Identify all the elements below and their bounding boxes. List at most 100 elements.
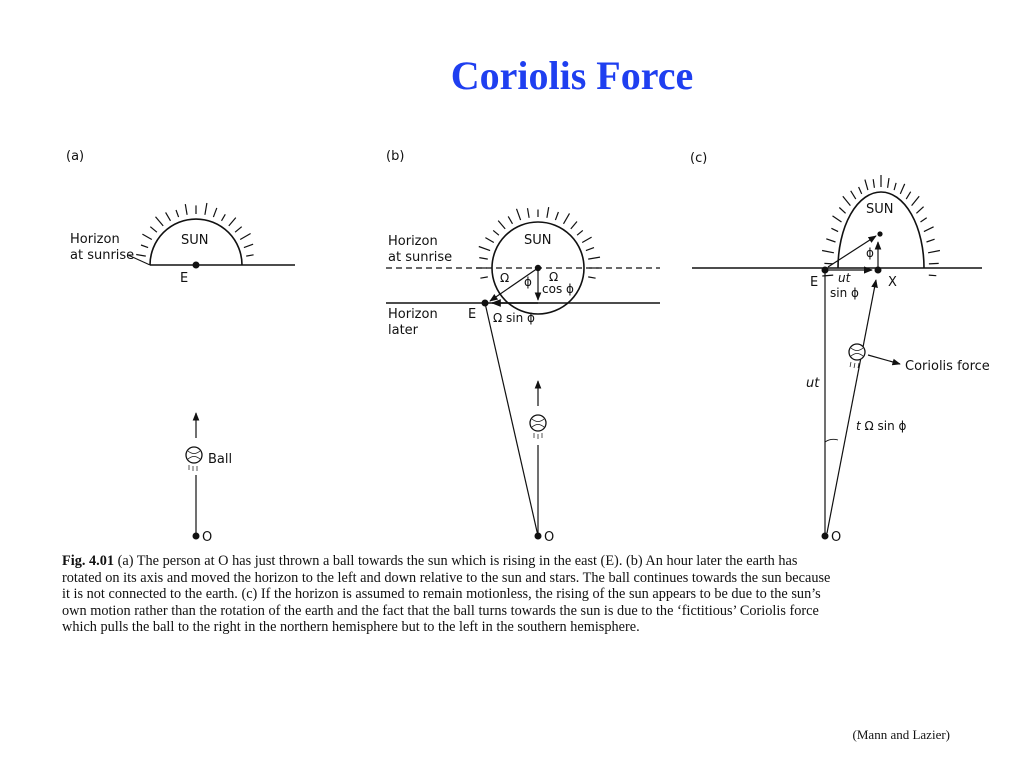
coriolis-arrow (867, 354, 901, 366)
horizon-b-sunrise-label-2: at sunrise (388, 250, 452, 265)
panel-b: (b) SUN Horizon at sunrise Horizon later… (386, 149, 660, 545)
sun-ray (546, 207, 550, 218)
sun-ray (905, 191, 912, 200)
deflected-path-c (826, 279, 878, 534)
sun-ray (570, 221, 578, 230)
sun-ray (228, 217, 237, 227)
sun-ray (581, 236, 592, 244)
sun-ray (928, 262, 939, 265)
sun-ray (485, 237, 495, 244)
slide-title: Coriolis Force (450, 53, 694, 98)
point-o-c (821, 532, 829, 540)
sun-ray (576, 229, 584, 236)
point-e-a (192, 261, 200, 269)
sun-ray (899, 183, 906, 195)
figure-caption: Fig. 4.01 (a) The person at O has just t… (62, 553, 990, 636)
sun-ray (239, 232, 251, 241)
sun-ray (864, 179, 869, 191)
sun-ray (872, 179, 875, 188)
sun-ray (526, 208, 530, 218)
sun-ray (915, 206, 925, 214)
path-b-left (484, 302, 539, 537)
sun-c-label: SUN (866, 202, 894, 217)
sun-ray (165, 212, 172, 222)
sun-ray (920, 217, 928, 223)
sun-b-label: SUN (524, 233, 552, 248)
ut-side-label: ut (806, 376, 820, 391)
sun-ray (832, 215, 842, 223)
east-a-label: E (180, 271, 188, 286)
horizon-b-later-label-1: Horizon (388, 307, 438, 322)
omega-right-label: Ω (549, 270, 558, 284)
omega-vector-b (489, 267, 539, 302)
sun-ray (204, 202, 208, 215)
caption-line-1: Fig. 4.01 (a) The person at O has just t… (62, 553, 990, 570)
sun-ray (220, 213, 226, 222)
ut-top-label: ut (838, 271, 852, 285)
angle-arc-c (824, 438, 839, 443)
point-o-b (534, 532, 542, 540)
caption-line-4: own motion rather than the rotation of t… (62, 602, 819, 619)
sun-ray (175, 209, 180, 218)
sun-ray (243, 243, 254, 249)
sun-ray (927, 249, 941, 254)
sun-ray (928, 274, 937, 277)
sun-ray (911, 195, 920, 206)
sun-ray (478, 245, 491, 252)
omega-left-label: Ω (500, 271, 509, 285)
sin-phi-c-label: sin ϕ (830, 286, 859, 300)
horizon-b-later-label-2: later (388, 323, 419, 338)
horizon-a-label-2: at sunrise (70, 248, 134, 263)
caption-line-2: rotated on its axis and moved the horizo… (62, 569, 831, 586)
horizon-a-label-1: Horizon (70, 232, 120, 247)
sun-a-label: SUN (181, 233, 209, 248)
sun-ray (842, 195, 851, 206)
sun-ray (212, 207, 218, 218)
caption-line-3: it is not connected to the earth. (c) If… (62, 586, 821, 603)
ball-a-icon (185, 446, 203, 471)
origin-c-label: O (831, 530, 841, 545)
sun-ray (155, 216, 164, 227)
sun-ray (136, 253, 146, 257)
sun-ray (821, 249, 835, 254)
cos-phi-label: cos ϕ (542, 282, 574, 296)
panel-c-label: (c) (690, 151, 707, 166)
t-omega-sin-phi-label: t Ω sin ϕ (856, 419, 907, 433)
sun-ray (184, 204, 188, 215)
origin-b-label: O (544, 530, 554, 545)
sun-ray (492, 229, 500, 236)
panel-b-label: (b) (386, 149, 404, 164)
x-label: X (888, 275, 897, 290)
point-o-a (192, 532, 200, 540)
caption-line-1-text: (a) The person at O has just thrown a ba… (114, 553, 798, 569)
sun-ray (893, 182, 897, 191)
coriolis-label: Coriolis force (905, 359, 990, 374)
sun-ray (923, 226, 934, 233)
sun-ray (554, 211, 559, 221)
sun-ray (850, 190, 857, 200)
sun-ray (585, 247, 595, 252)
sun-ray (562, 213, 571, 225)
caption-fig-label: Fig. 4.01 (62, 553, 115, 569)
sun-a (136, 202, 254, 266)
sun-ray (234, 226, 243, 233)
sun-ray (831, 227, 839, 233)
omega-sin-phi-b-label: Ω sin ϕ (493, 311, 535, 325)
sun-ray (826, 238, 836, 243)
omega-vector-c (827, 235, 877, 268)
horizon-a-pointer (127, 254, 151, 266)
point-x-c (874, 266, 882, 274)
sun-ray (142, 233, 153, 241)
panel-a-label: (a) (66, 149, 84, 164)
ball-b-icon (529, 414, 547, 439)
ball-c-icon (848, 343, 866, 369)
east-c-label: E (810, 275, 818, 290)
credit-text: (Mann and Lazier) (852, 727, 950, 742)
sun-ray (824, 262, 834, 265)
east-b-label: E (468, 307, 476, 322)
horizon-b-sunrise-label-1: Horizon (388, 234, 438, 249)
sun-c (821, 175, 941, 277)
sun-ray (926, 238, 935, 243)
sun-ray (480, 276, 488, 279)
